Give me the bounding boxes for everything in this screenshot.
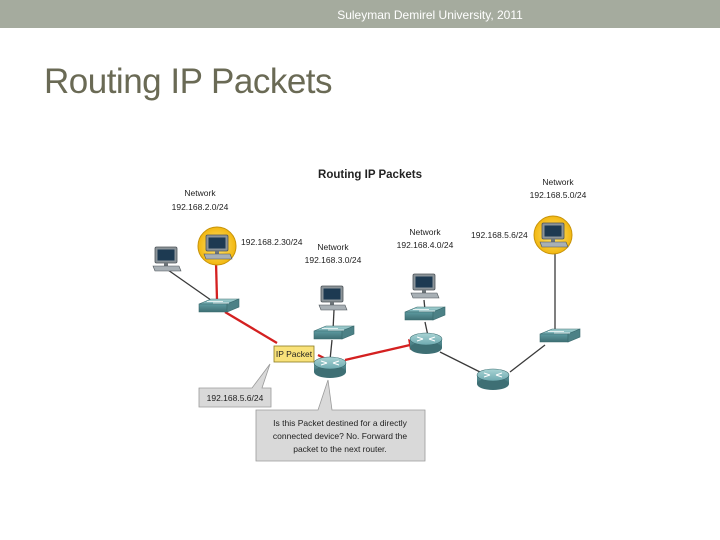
destination-host-address: 192.168.5.6/24 xyxy=(471,230,528,240)
network-address-1: 192.168.2.0/24 xyxy=(172,202,229,212)
packet-path xyxy=(214,261,411,362)
switch-icon xyxy=(313,325,355,340)
callout-line-3: packet to the next router. xyxy=(293,444,387,454)
network-address-2: 192.168.3.0/24 xyxy=(305,255,362,265)
switch-icon xyxy=(198,298,240,313)
network-label: Network xyxy=(317,242,349,252)
diagram-title: Routing IP Packets xyxy=(318,169,422,181)
pc-icon xyxy=(203,234,233,260)
packet-destination-text: 192.168.5.6/24 xyxy=(207,393,264,403)
router-icon xyxy=(409,332,443,355)
router-icon xyxy=(313,356,347,379)
ip-packet-tag xyxy=(273,345,315,363)
switch-icon xyxy=(539,328,581,343)
source-host-address: 192.168.2.30/24 xyxy=(241,237,303,247)
header-text: Suleyman Demirel University, 2011 xyxy=(337,8,523,22)
header-bar: Suleyman Demirel University, 2011 xyxy=(0,0,720,28)
pc-icon xyxy=(318,285,348,311)
router-decision-callout xyxy=(255,379,426,462)
network-label: Network xyxy=(542,177,574,187)
network-label: Network xyxy=(184,188,216,198)
router-icon xyxy=(476,368,510,391)
callout-line-2: connected device? No. Forward the xyxy=(273,431,407,441)
packet-destination-callout xyxy=(198,363,272,408)
network-address-3: 192.168.4.0/24 xyxy=(397,240,454,250)
network-label: Network xyxy=(409,227,441,237)
pc-icon xyxy=(152,246,182,272)
pc-icon xyxy=(410,273,440,299)
slide-title: Routing IP Packets xyxy=(44,62,333,101)
switch-icon xyxy=(404,306,446,321)
ip-packet-label: IP Packet xyxy=(276,349,313,359)
pc-icon xyxy=(539,222,569,248)
callout-line-1: Is this Packet destined for a directly xyxy=(273,418,407,428)
network-address-4: 192.168.5.0/24 xyxy=(530,190,587,200)
